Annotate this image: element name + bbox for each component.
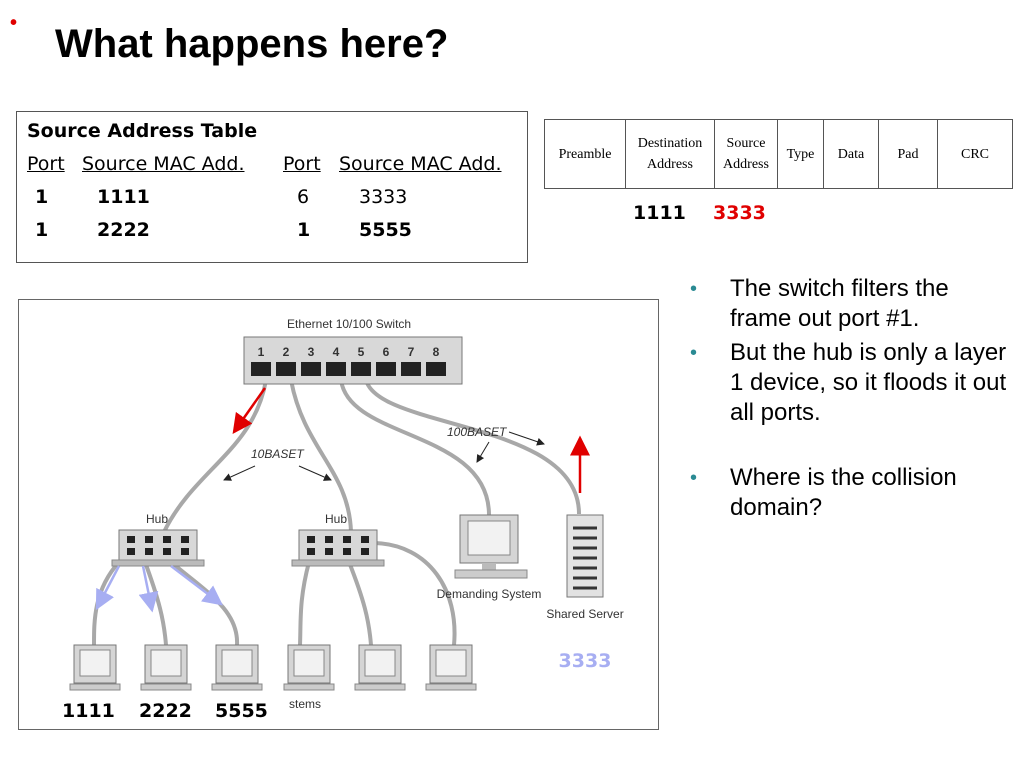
frame-destination-value: 1111	[633, 202, 686, 224]
port-number: 2	[283, 345, 290, 359]
hub-label: Hub	[146, 512, 168, 526]
pc-address: 2222	[139, 700, 192, 722]
table-cell: 1	[35, 186, 49, 208]
port-number: 1	[258, 345, 265, 359]
frame-field-type: Type	[777, 119, 824, 189]
table-cell: 3333	[359, 186, 408, 208]
flood-arrow	[170, 565, 223, 606]
port-number: 8	[433, 345, 440, 359]
frame-field-destination: Destination Address	[625, 119, 715, 189]
column-header-port: Port	[27, 153, 65, 175]
network-diagram-svg: Ethernet 10/100 Switch 1 2 3 4 5 6 7 8 1…	[69, 317, 624, 711]
frame-field-preamble: Preamble	[544, 119, 626, 189]
pc-icon	[425, 644, 477, 691]
frame-field-source: Source Address	[714, 119, 778, 189]
bullet-dot-icon: •	[690, 467, 698, 489]
hub-right: Hub	[291, 512, 385, 567]
table-cell: 6	[297, 186, 310, 208]
bullet-dot-icon: •	[690, 278, 698, 300]
flood-arrow	[138, 565, 159, 613]
table-cell: 1	[35, 219, 49, 241]
port-number: 6	[383, 345, 390, 359]
frame-source-value: 3333	[713, 202, 766, 224]
pc-address: 5555	[215, 700, 268, 722]
port-number: 7	[408, 345, 415, 359]
slide-title: What happens here?	[55, 22, 449, 66]
table-cell: 2222	[97, 219, 150, 241]
network-diagram: Ethernet 10/100 Switch 1 2 3 4 5 6 7 8 1…	[18, 299, 659, 730]
hub-left: Hub	[111, 512, 205, 567]
bullet-dot-icon: •	[690, 342, 698, 364]
bullet-text: The switch filters the frame out port #1…	[730, 275, 949, 332]
shared-server-label: Shared Server	[546, 607, 623, 621]
hub-label: Hub	[325, 512, 347, 526]
bullet-item: • Where is the collision domain?	[690, 463, 1010, 523]
cable-label-10baset: 10BASET	[251, 447, 305, 461]
pc-icon	[283, 644, 335, 691]
source-address-table: Source Address Table Port Source MAC Add…	[16, 111, 528, 263]
systems-label-fragment: stems	[289, 697, 321, 711]
pc-icon	[354, 644, 406, 691]
pc-row: stems	[69, 644, 477, 711]
shared-server: Shared Server 3333	[546, 514, 624, 672]
frame-field-pad: Pad	[878, 119, 938, 189]
bullet-text: Where is the collision domain?	[730, 464, 957, 521]
frame-out-arrow	[232, 387, 267, 435]
table-title: Source Address Table	[27, 120, 258, 142]
ethernet-frame-format: Preamble Destination Address Source Addr…	[544, 119, 1013, 189]
port-number: 3	[308, 345, 315, 359]
pc-address: 1111	[62, 700, 115, 722]
port-number: 4	[333, 345, 340, 359]
server-address: 3333	[559, 650, 612, 672]
frame-field-data: Data	[823, 119, 879, 189]
port-number: 5	[358, 345, 365, 359]
column-header-mac: Source MAC Add.	[82, 153, 245, 175]
column-header-mac: Source MAC Add.	[339, 153, 502, 175]
flood-arrow	[95, 565, 121, 611]
frame-field-crc: CRC	[937, 119, 1013, 189]
bullet-item: • The switch filters the frame out port #…	[690, 274, 1010, 334]
pc-icon	[211, 644, 263, 691]
pc-icon	[140, 644, 192, 691]
demanding-system: Demanding System	[437, 514, 542, 601]
table-cell: 1	[297, 219, 311, 241]
column-header-port: Port	[283, 153, 321, 175]
pc-icon	[69, 644, 121, 691]
cable-label-100baset: 100BASET	[447, 425, 508, 439]
ethernet-switch: Ethernet 10/100 Switch 1 2 3 4 5 6 7 8	[243, 317, 463, 385]
bullet-text: But the hub is only a layer 1 device, so…	[730, 339, 1007, 426]
bullet-list: • The switch filters the frame out port #…	[690, 274, 1010, 523]
table-cell: 5555	[359, 219, 412, 241]
switch-label: Ethernet 10/100 Switch	[287, 317, 411, 331]
table-cell: 1111	[97, 186, 150, 208]
slide-bullet-marker: •	[10, 12, 18, 34]
bullet-item: • But the hub is only a layer 1 device, s…	[690, 338, 1010, 428]
demanding-system-label: Demanding System	[437, 587, 542, 601]
